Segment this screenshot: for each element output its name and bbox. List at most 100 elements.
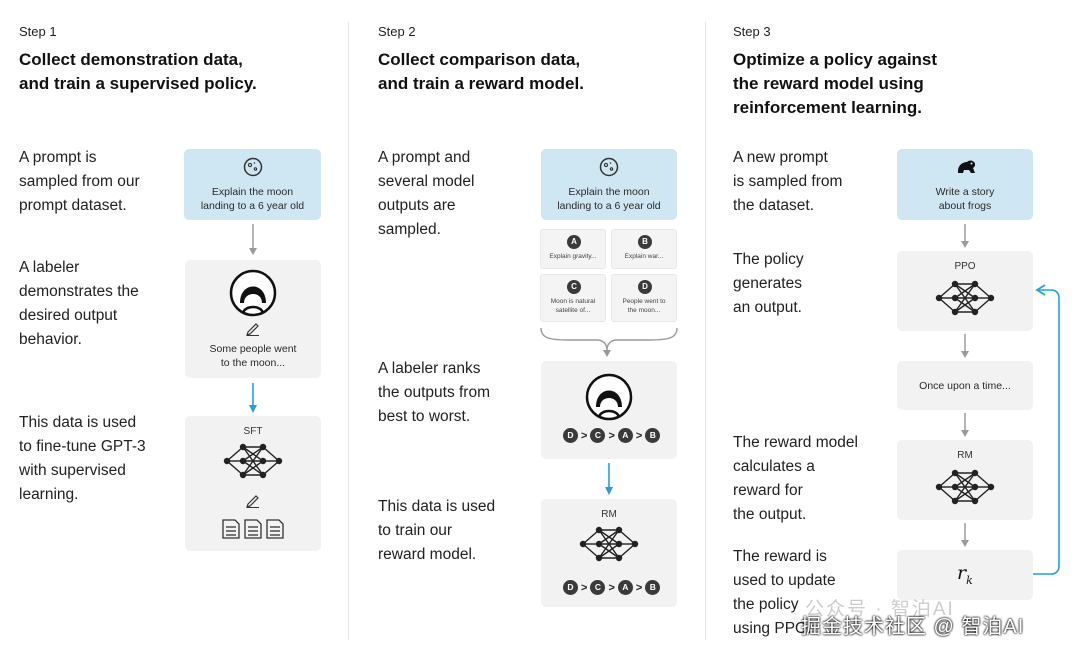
desc-line: calculates a bbox=[733, 458, 815, 475]
reward-r: r bbox=[957, 562, 967, 584]
output-badge: A bbox=[567, 235, 581, 249]
desc-line: with supervised bbox=[19, 462, 126, 479]
output-line: Explain war... bbox=[624, 253, 664, 260]
rank-badge: D bbox=[563, 580, 578, 595]
rank-badge: D bbox=[563, 428, 578, 443]
desc-line: is sampled from bbox=[733, 173, 843, 190]
step3-title-line2: the reward model using bbox=[733, 74, 924, 93]
greater-than-icon: > bbox=[581, 581, 588, 594]
desc-line: This data is used bbox=[19, 414, 137, 431]
step2-desc-rank: A labeler ranks the outputs from best to… bbox=[378, 357, 490, 429]
step1-desc-prompt: A prompt is sampled from our prompt data… bbox=[19, 146, 140, 218]
step3-title-line1: Optimize a policy against bbox=[733, 50, 938, 69]
sft-label: SFT bbox=[243, 426, 263, 437]
step3-title: Optimize a policy against the reward mod… bbox=[733, 48, 1033, 120]
step3-label: Step 3 bbox=[733, 24, 771, 39]
desc-line: prompt dataset. bbox=[19, 197, 127, 214]
desc-line: to fine-tune GPT-3 bbox=[19, 438, 146, 455]
output-text: Explain war... bbox=[612, 252, 676, 261]
output-line: Explain gravity... bbox=[549, 253, 597, 260]
step1-sft-box: SFT bbox=[185, 416, 321, 551]
ranking-row: D> C> A> B bbox=[563, 428, 661, 443]
step2-title: Collect comparison data, and train a rew… bbox=[378, 48, 678, 96]
step1-title-line1: Collect demonstration data, bbox=[19, 50, 243, 69]
greater-than-icon: > bbox=[581, 429, 588, 442]
step1-prompt-text: Explain the moon landing to a 6 year old bbox=[184, 185, 321, 213]
greater-than-icon: > bbox=[635, 581, 643, 594]
prompt-line: about frogs bbox=[938, 200, 992, 212]
output-card-d: D People went to the moon... bbox=[611, 274, 677, 322]
step2-prompt-box: Explain the moon landing to a 6 year old bbox=[541, 149, 677, 220]
desc-line: an output. bbox=[733, 299, 802, 316]
step1-title: Collect demonstration data, and train a … bbox=[19, 48, 319, 96]
desc-line: demonstrates the bbox=[19, 283, 139, 300]
prompt-line: Write a story bbox=[935, 186, 995, 198]
desc-line: reward for bbox=[733, 482, 803, 499]
desc-line: A prompt is bbox=[19, 149, 97, 166]
desc-line: the outputs from bbox=[378, 384, 491, 401]
prompt-line: landing to a 6 year old bbox=[200, 200, 305, 212]
feedback-loop-arrow-icon bbox=[1033, 284, 1060, 575]
output-text: Moon is natural satellite of... bbox=[541, 297, 605, 315]
arrow-down-blue-icon bbox=[605, 463, 613, 495]
desc-line: The reward model bbox=[733, 434, 858, 451]
ppo-label: PPO bbox=[954, 261, 976, 272]
desc-line: sampled. bbox=[378, 221, 441, 238]
desc-line: desired output bbox=[19, 307, 118, 324]
watermark-text: 掘金技术社区 @ 智泊AI bbox=[801, 616, 1025, 638]
step2-desc-sample: A prompt and several model outputs are s… bbox=[378, 146, 475, 242]
labeler-avatar-icon bbox=[585, 373, 633, 421]
rank-badge: B bbox=[645, 428, 661, 443]
step1-title-line2: and train a supervised policy. bbox=[19, 74, 257, 93]
desc-line: reward model. bbox=[378, 546, 477, 563]
output-line: People went to bbox=[622, 298, 666, 305]
rm-label: RM bbox=[601, 509, 617, 520]
output-badge: B bbox=[638, 235, 652, 249]
rank-badge: C bbox=[590, 428, 606, 443]
step2-title-line1: Collect comparison data, bbox=[378, 50, 581, 69]
desc-line: This data is used bbox=[378, 498, 496, 515]
desc-line: used to update bbox=[733, 572, 836, 589]
neural-network-icon bbox=[935, 280, 995, 316]
desc-line: best to worst. bbox=[378, 408, 471, 425]
desc-line: A prompt and bbox=[378, 149, 471, 166]
step3-prompt-text: Write a story about frogs bbox=[897, 185, 1033, 213]
greater-than-icon: > bbox=[608, 581, 615, 594]
arrow-down-grey-icon bbox=[961, 224, 969, 248]
moon-icon bbox=[599, 157, 619, 177]
greater-than-icon: > bbox=[635, 429, 643, 442]
step1-desc-labeler: A labeler demonstrates the desired outpu… bbox=[19, 256, 139, 352]
step3-desc-reward: The reward model calculates a reward for… bbox=[733, 431, 858, 527]
arrow-down-grey-icon bbox=[249, 224, 257, 255]
pencil-icon bbox=[246, 495, 259, 508]
desc-line: learning. bbox=[19, 486, 79, 503]
output-badge: C bbox=[567, 280, 581, 294]
demo-line: to the moon... bbox=[220, 357, 286, 369]
pencil-icon bbox=[246, 323, 259, 336]
rank-badge: A bbox=[617, 428, 633, 443]
rank-badge: B bbox=[645, 580, 661, 595]
step1-label: Step 1 bbox=[19, 24, 57, 39]
prompt-line: landing to a 6 year old bbox=[557, 200, 661, 212]
column-divider bbox=[705, 22, 706, 640]
step3-output-text: Once upon a time... bbox=[919, 380, 1011, 392]
step3-ppo-box: PPO bbox=[897, 251, 1033, 331]
step3-desc-policy: The policy generates an output. bbox=[733, 248, 804, 320]
demo-line: Some people went bbox=[209, 343, 297, 355]
column-divider bbox=[348, 22, 349, 640]
step3-desc-update: The reward is used to update the policy … bbox=[733, 545, 836, 641]
output-line: the moon... bbox=[627, 307, 661, 314]
desc-line: the policy bbox=[733, 596, 799, 613]
reward-subscript: k bbox=[966, 573, 973, 587]
desc-line: the output. bbox=[733, 506, 807, 523]
neural-network-icon bbox=[223, 443, 283, 479]
arrow-down-grey-icon bbox=[961, 523, 969, 547]
labeler-avatar-icon bbox=[229, 269, 277, 317]
desc-line: The reward is bbox=[733, 548, 827, 565]
step1-demo-box: Some people went to the moon... bbox=[185, 260, 321, 378]
desc-line: several model bbox=[378, 173, 475, 190]
output-card-a: A Explain gravity... bbox=[540, 229, 606, 269]
step3-prompt-box: Write a story about frogs bbox=[897, 149, 1033, 220]
step3-desc-prompt: A new prompt is sampled from the dataset… bbox=[733, 146, 842, 218]
desc-line: to train our bbox=[378, 522, 453, 539]
